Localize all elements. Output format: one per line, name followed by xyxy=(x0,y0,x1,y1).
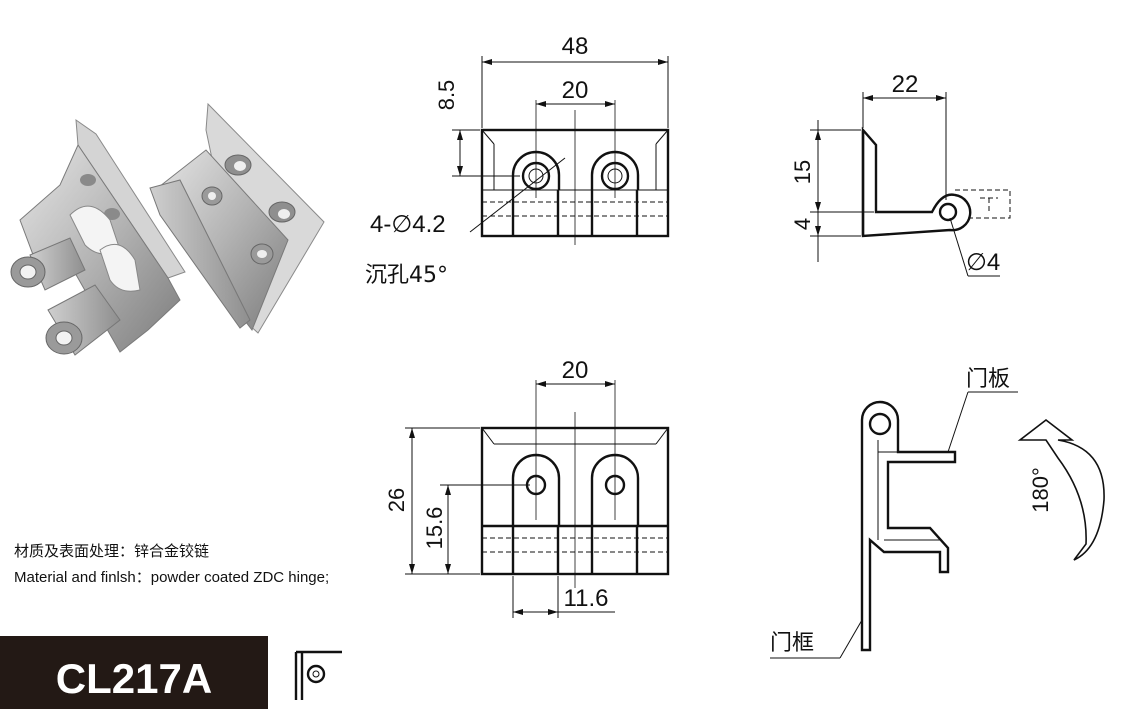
dim-height: 15 xyxy=(790,160,815,184)
model-label-box: CL217A xyxy=(0,636,268,709)
material-spec-en: Material and finlsh：powder coated ZDC hi… xyxy=(14,569,330,586)
dim-height-front: 26 xyxy=(384,488,409,512)
hinge-photo-right xyxy=(149,102,325,334)
hinge-symbol-icon xyxy=(294,650,342,700)
install-profile xyxy=(860,400,957,652)
dim-overall-width: 48 xyxy=(562,33,589,60)
material-spec-cn: 材质及表面处理：锌合金铰链 xyxy=(14,542,210,560)
dim-thickness: 4 xyxy=(790,218,815,230)
rotation-angle: 180° xyxy=(1028,467,1053,513)
front-view: 20 26 15.6 11.6 xyxy=(384,357,670,618)
hinge-photo-left xyxy=(10,118,186,356)
side-profile xyxy=(861,126,972,238)
hole-callout: 4-∅4.2 xyxy=(370,211,446,238)
dim-offset: 11.6 xyxy=(564,585,609,612)
dim-leaf-length: 22 xyxy=(892,71,919,98)
install-view: 门板 门框 180° xyxy=(770,367,1105,659)
dim-hole-height: 15.6 xyxy=(422,507,447,550)
side-view: 22 15 4 ∅4 xyxy=(790,71,1011,277)
dim-hole-spacing: 20 xyxy=(562,77,589,104)
hinge-photo xyxy=(10,102,325,356)
door-panel-label: 门板 xyxy=(966,367,1010,392)
door-frame-label: 门框 xyxy=(770,631,814,656)
dim-edge-offset: 8.5 xyxy=(434,80,459,111)
dim-pin-diameter: ∅4 xyxy=(966,249,1000,276)
model-number: CL217A xyxy=(55,655,213,702)
top-view: 48 20 8.5 4-∅4.2 沉孔45° xyxy=(365,33,670,288)
rotation-arrow-icon xyxy=(1017,418,1105,561)
dim-hole-spacing-front: 20 xyxy=(562,357,589,384)
countersink-note: 沉孔45° xyxy=(365,263,448,288)
